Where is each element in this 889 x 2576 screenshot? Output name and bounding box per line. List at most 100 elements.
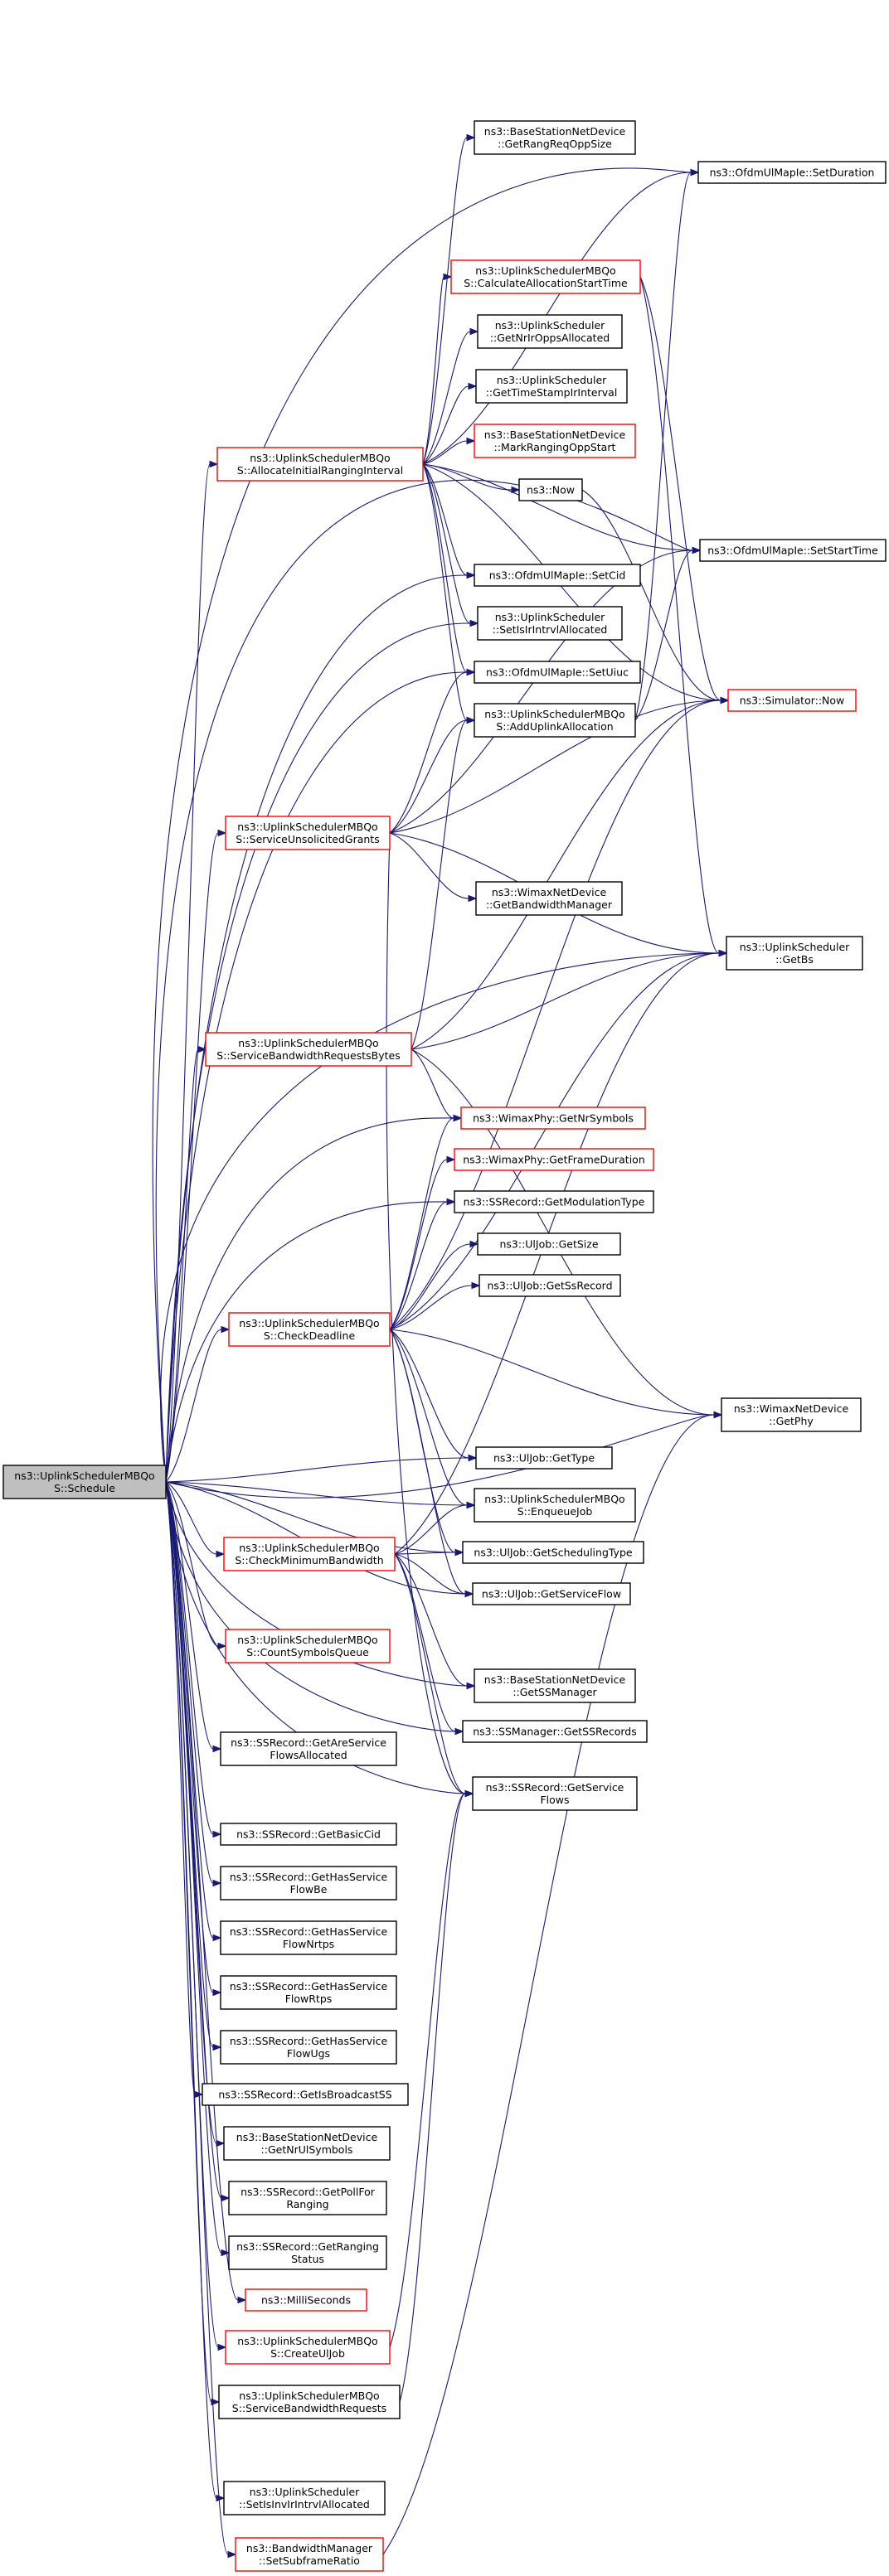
node-now[interactable]: ns3::Now [518, 478, 583, 501]
node-box[interactable] [475, 881, 623, 916]
node-ofdmSetDuration[interactable]: ns3::OfdmUlMapIe::SetDuration [697, 161, 887, 184]
node-box[interactable] [454, 1148, 654, 1171]
node-box[interactable] [205, 1032, 412, 1067]
node-allocInitialRanging[interactable]: ns3::UplinkSchedulerMBQoS::AllocateIniti… [216, 447, 424, 482]
node-box[interactable] [462, 1541, 644, 1564]
node-countSymbolsQueue[interactable]: ns3::UplinkSchedulerMBQoS::CountSymbolsQ… [225, 1629, 391, 1663]
node-box[interactable] [477, 606, 623, 641]
node-getBandwidthManager[interactable]: ns3::WimaxNetDevice::GetBandwidthManager [475, 881, 623, 916]
node-box[interactable] [220, 1731, 397, 1766]
node-box[interactable] [472, 1582, 631, 1605]
node-getPhy[interactable]: ns3::WimaxNetDevice::GetPhy [721, 1397, 862, 1432]
node-serviceBwRequests[interactable]: ns3::UplinkSchedulerMBQoS::ServiceBandwi… [218, 2385, 401, 2419]
node-addUplinkAllocation[interactable]: ns3::UplinkSchedulerMBQoS::AddUplinkAllo… [474, 703, 636, 738]
node-box[interactable] [220, 1975, 397, 2010]
node-box[interactable] [474, 120, 636, 155]
node-getFrameDuration[interactable]: ns3::WimaxPhy::GetFrameDuration [454, 1148, 654, 1171]
node-simulatorNow[interactable]: ns3::Simulator::Now [727, 689, 857, 712]
node-box[interactable] [477, 314, 623, 349]
node-box[interactable] [472, 1776, 638, 1811]
node-getBasicCid[interactable]: ns3::SSRecord::GetBasicCid [220, 1823, 397, 1846]
node-markRangingOppStart[interactable]: ns3::BaseStationNetDevice::MarkRangingOp… [474, 424, 636, 458]
node-box[interactable] [223, 1537, 396, 1571]
node-box[interactable] [474, 1668, 636, 1703]
node-box[interactable] [218, 2385, 401, 2419]
node-box[interactable] [223, 2481, 386, 2515]
node-box[interactable] [726, 936, 863, 971]
node-setSubframeRatio[interactable]: ns3::BandwidthManager::SetSubframeRatio [235, 2537, 384, 2572]
node-box[interactable] [727, 689, 857, 712]
node-getSSManager[interactable]: ns3::BaseStationNetDevice::GetSSManager [474, 1668, 636, 1703]
node-getNrIrOppsAllocated[interactable]: ns3::UplinkScheduler::GetNrIrOppsAllocat… [477, 314, 623, 349]
node-box[interactable] [462, 1720, 648, 1743]
node-box[interactable] [223, 2126, 391, 2161]
node-box[interactable] [245, 2288, 367, 2312]
node-box[interactable] [220, 1920, 397, 1955]
node-box[interactable] [699, 539, 887, 562]
node-box[interactable] [235, 2537, 384, 2572]
node-box[interactable] [225, 2330, 391, 2365]
node-box[interactable] [474, 1488, 636, 1523]
node-box[interactable] [228, 2235, 387, 2270]
node-box[interactable] [460, 1106, 646, 1130]
node-setIsIrIntrvlAllocated[interactable]: ns3::UplinkScheduler::SetIsIrIntrvlAlloc… [477, 606, 623, 641]
node-box[interactable] [474, 703, 636, 738]
node-ofdmSetCid[interactable]: ns3::OfdmUlMapIe::SetCid [474, 564, 641, 587]
node-getTimeStampIrInterval[interactable]: ns3::UplinkScheduler::GetTimeStampIrInte… [475, 369, 628, 404]
node-box[interactable] [454, 1190, 654, 1213]
node-calcAllocStart[interactable]: ns3::UplinkSchedulerMBQoS::CalculateAllo… [450, 259, 641, 294]
node-box[interactable] [474, 564, 641, 587]
node-box[interactable] [216, 447, 424, 482]
node-uljobGetType[interactable]: ns3::UlJob::GetType [475, 1446, 613, 1470]
node-serviceUnsolicited[interactable]: ns3::UplinkSchedulerMBQoS::ServiceUnsoli… [225, 816, 391, 850]
node-getAreServiceFlowsAllocated[interactable]: ns3::SSRecord::GetAreServiceFlowsAllocat… [220, 1731, 397, 1766]
node-serviceBwReqBytes[interactable]: ns3::UplinkSchedulerMBQoS::ServiceBandwi… [205, 1032, 412, 1067]
node-getBs[interactable]: ns3::UplinkScheduler::GetBs [726, 936, 863, 971]
node-box[interactable] [721, 1397, 862, 1432]
node-box[interactable] [477, 1232, 621, 1256]
node-box[interactable] [220, 1866, 397, 1901]
node-box[interactable] [228, 2181, 387, 2215]
node-milliSeconds[interactable]: ns3::MilliSeconds [245, 2288, 367, 2312]
node-box[interactable] [474, 424, 636, 458]
node-getSSRecords[interactable]: ns3::SSManager::GetSSRecords [462, 1720, 648, 1743]
node-box[interactable] [450, 259, 641, 294]
node-getRangReqOppSize[interactable]: ns3::BaseStationNetDevice::GetRangReqOpp… [474, 120, 636, 155]
node-ofdmSetStartTime[interactable]: ns3::OfdmUlMapIe::SetStartTime [699, 539, 887, 562]
node-uljobGetServiceFlow[interactable]: ns3::UlJob::GetServiceFlow [472, 1582, 631, 1605]
node-getSchedulingType[interactable]: ns3::UlJob::GetSchedulingType [462, 1541, 644, 1564]
node-box[interactable] [697, 161, 887, 184]
node-getModulationType[interactable]: ns3::SSRecord::GetModulationType [454, 1190, 654, 1213]
node-getNrSymbols[interactable]: ns3::WimaxPhy::GetNrSymbols [460, 1106, 646, 1130]
node-box[interactable] [2, 1465, 167, 1499]
node-checkMinBandwidth[interactable]: ns3::UplinkSchedulerMBQoS::CheckMinimumB… [223, 1537, 396, 1571]
node-box[interactable] [479, 1274, 621, 1297]
node-box[interactable] [474, 661, 641, 684]
node-setIsInvIrIntrvlAllocated[interactable]: ns3::UplinkScheduler::SetIsInvIrIntrvlAl… [223, 2481, 386, 2515]
node-uljobGetSize[interactable]: ns3::UlJob::GetSize [477, 1232, 621, 1256]
node-box[interactable] [228, 1312, 391, 1347]
node-box[interactable] [220, 2030, 397, 2065]
node-getNrUlSymbols[interactable]: ns3::BaseStationNetDevice::GetNrUlSymbol… [223, 2126, 391, 2161]
node-getIsBroadcastSS[interactable]: ns3::SSRecord::GetIsBroadcastSS [202, 2083, 409, 2106]
node-box[interactable] [225, 1629, 391, 1663]
node-box[interactable] [475, 1446, 613, 1470]
node-box[interactable] [518, 478, 583, 501]
node-uljobGetSsRecord[interactable]: ns3::UlJob::GetSsRecord [479, 1274, 621, 1297]
node-box[interactable] [220, 1823, 397, 1846]
node-box[interactable] [202, 2083, 409, 2106]
node-box[interactable] [475, 369, 628, 404]
node-ofdmSetUiuc[interactable]: ns3::OfdmUlMapIe::SetUiuc [474, 661, 641, 684]
node-box[interactable] [225, 816, 391, 850]
